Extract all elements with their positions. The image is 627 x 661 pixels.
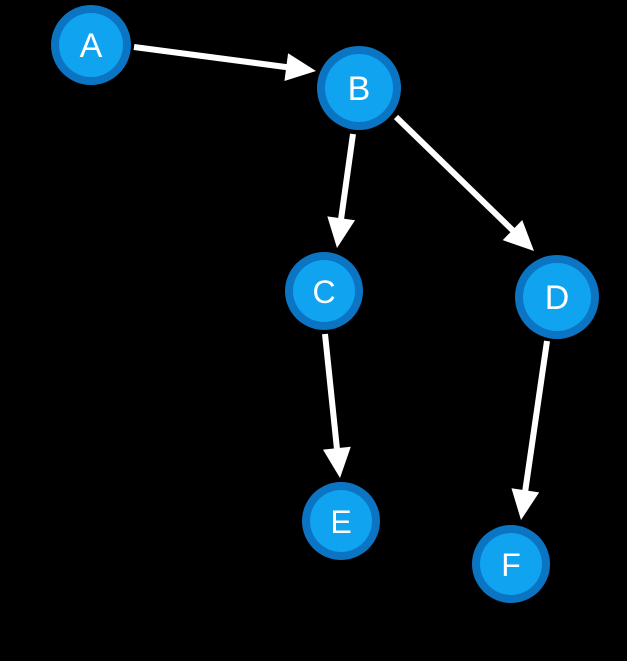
edge-a-b bbox=[133, 44, 316, 81]
node-label: F bbox=[501, 547, 521, 583]
node-label: E bbox=[330, 504, 351, 540]
edge-arrowhead-icon bbox=[284, 53, 316, 81]
edge-d-f bbox=[511, 340, 550, 520]
node-a[interactable]: A bbox=[51, 5, 131, 85]
nodes-layer: A B C D E F bbox=[51, 5, 599, 603]
node-e[interactable]: E bbox=[302, 482, 380, 560]
edge-arrowhead-icon bbox=[511, 488, 540, 520]
edge-line bbox=[322, 333, 341, 453]
edge-line bbox=[393, 114, 518, 236]
node-f[interactable]: F bbox=[472, 525, 550, 603]
edge-line bbox=[337, 133, 356, 223]
edge-b-c bbox=[327, 133, 356, 248]
node-label: C bbox=[312, 274, 335, 310]
node-label: B bbox=[348, 70, 371, 108]
edge-c-e bbox=[322, 333, 351, 478]
node-b[interactable]: B bbox=[317, 46, 401, 130]
edges-layer bbox=[133, 44, 550, 520]
edge-line bbox=[133, 44, 291, 71]
edge-arrowhead-icon bbox=[327, 216, 356, 248]
node-core bbox=[523, 263, 591, 331]
node-c[interactable]: C bbox=[285, 252, 363, 330]
edge-line bbox=[521, 340, 550, 495]
node-core bbox=[310, 490, 372, 552]
node-label: D bbox=[545, 279, 570, 317]
node-d[interactable]: D bbox=[515, 255, 599, 339]
node-core bbox=[293, 260, 355, 322]
edge-arrowhead-icon bbox=[322, 446, 351, 478]
edge-b-d bbox=[393, 114, 534, 251]
node-core bbox=[480, 533, 542, 595]
edge-arrowhead-icon bbox=[502, 220, 534, 251]
node-core bbox=[59, 13, 123, 77]
node-core bbox=[325, 54, 393, 122]
node-label: A bbox=[80, 27, 103, 65]
